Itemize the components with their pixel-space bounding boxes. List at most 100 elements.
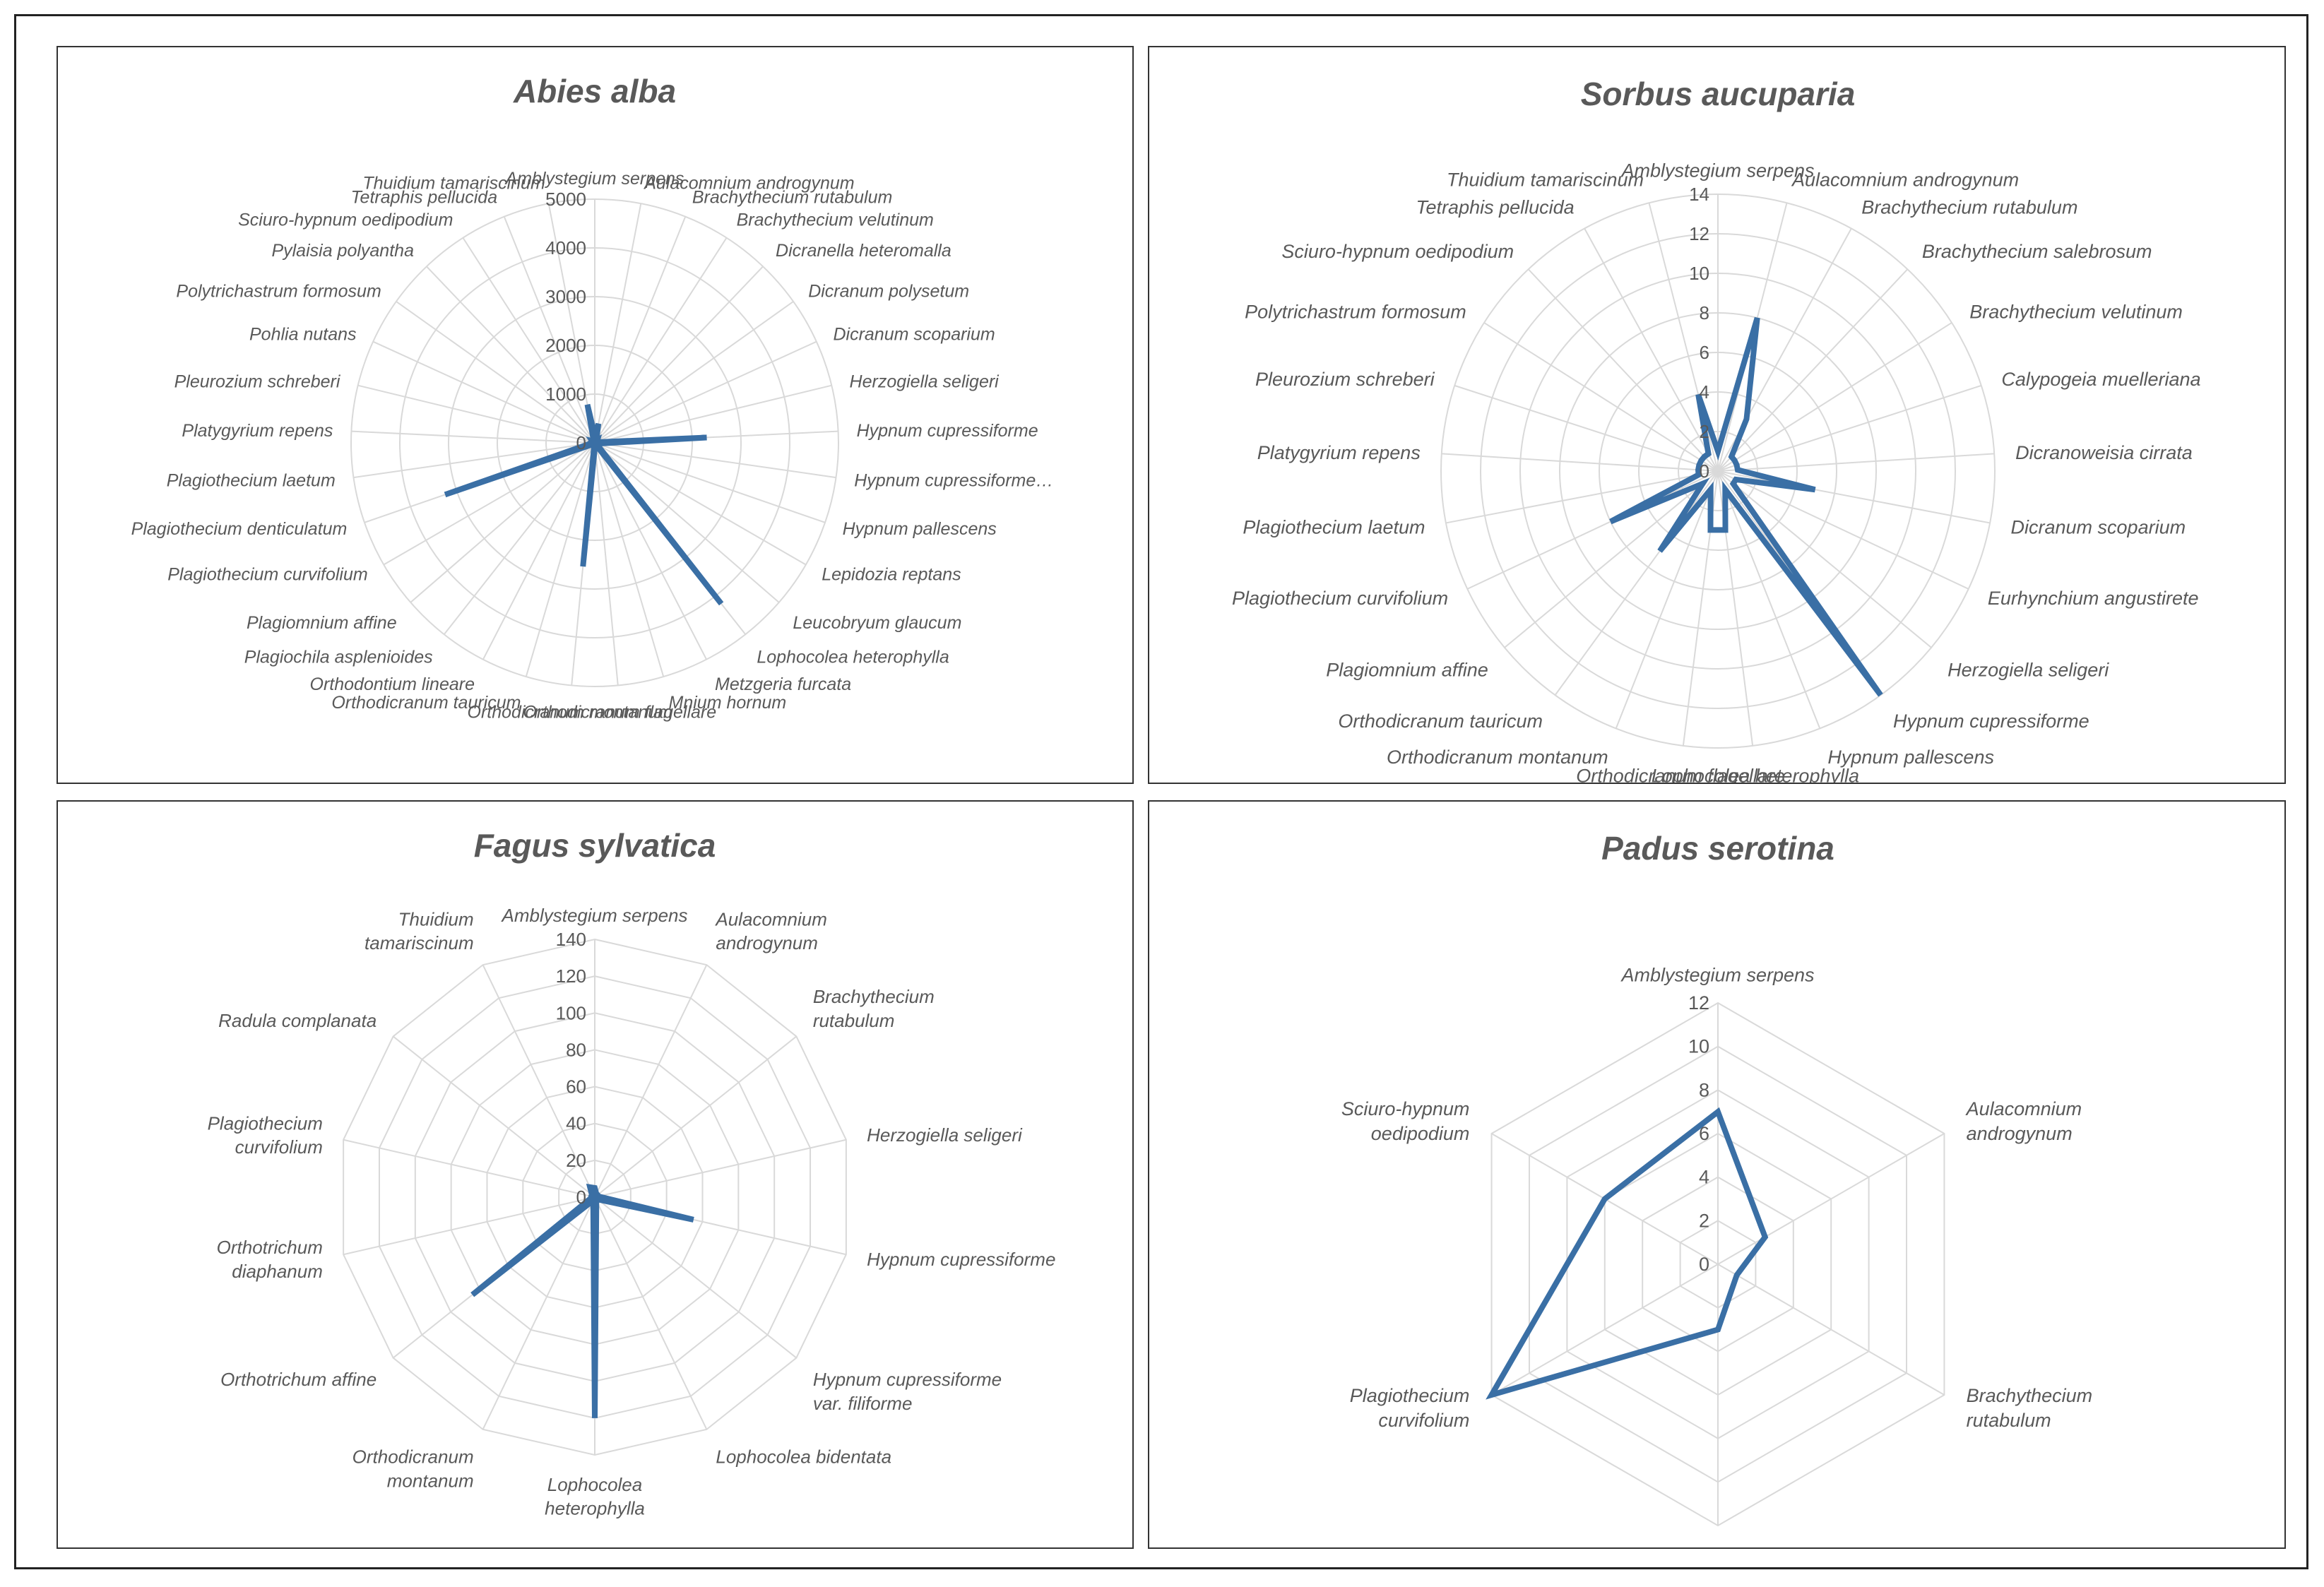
tick-label: 12 (1688, 992, 1709, 1014)
grid-spoke (343, 1196, 595, 1256)
grid-spoke (482, 964, 595, 1198)
grid-spoke (594, 442, 780, 603)
category-label-dicranum-scoparium: Dicranum scoparium (2011, 517, 2186, 538)
grid-spoke (1584, 228, 1719, 472)
grid-spoke (393, 1035, 595, 1198)
tick-label: 2 (1699, 1210, 1709, 1231)
grid-spoke (594, 442, 665, 677)
grid-spoke (1454, 384, 1719, 472)
chart-title: Padus serotina (1601, 830, 1834, 867)
category-label-plagiothecium-curvifolium: Plagiothecium curvifolium (167, 564, 367, 584)
series-line (444, 403, 724, 606)
grid-spoke (1717, 470, 1821, 729)
grid-spoke (343, 1139, 595, 1198)
category-label-amblystegium-serpens: Amblystegium serpens (1620, 964, 1814, 985)
category-label-pohlia-nutans: Pohlia nutans (249, 325, 357, 345)
category-label-pleurozium-schreberi: Pleurozium schreberi (1255, 369, 1435, 390)
category-label-mnium-hornum: Mnium hornum (669, 693, 787, 713)
grid-spoke (594, 1139, 847, 1198)
grid-spoke (462, 237, 595, 444)
tick-label: 0 (1699, 1254, 1709, 1275)
grid-spoke (594, 964, 708, 1198)
grid-spoke (1615, 470, 1719, 729)
tick-label: 8 (1699, 1079, 1709, 1100)
category-label-hypnum-cupressiforme: Hypnum cupressiforme (1893, 711, 2089, 732)
category-label-pylaisia-polyantha: Pylaisia polyantha (271, 241, 414, 261)
grid-spoke (410, 442, 595, 603)
category-label-plagiothecium-curvifolium: Plagiothecium curvifolium (1232, 588, 1448, 609)
series-line (1486, 1107, 1769, 1400)
tick-label: 4 (1700, 381, 1709, 403)
grid-spoke (1445, 470, 1719, 524)
tick-label: 120 (556, 965, 586, 987)
category-label-tetraphis-pellucida: Tetraphis pellucida (1416, 197, 1575, 218)
chart-title: Abies alba (513, 73, 676, 109)
series-line (1609, 316, 1883, 697)
grid-spoke (594, 384, 832, 444)
category-label-dicranoweisia-cirrata: Dicranoweisia cirrata (2015, 442, 2193, 463)
category-label-amblystegium-serpens: Amblystegium serpens (504, 169, 684, 189)
tick-label: 6 (1699, 1123, 1709, 1144)
category-label-platygyrium-repens: Platygyrium repens (182, 421, 333, 441)
grid-spoke (594, 301, 794, 444)
grid-spoke (594, 442, 707, 660)
grid-spoke (443, 442, 595, 635)
category-label-platygyrium-repens: Platygyrium repens (1257, 442, 1421, 463)
grid-spoke (1717, 470, 1932, 648)
grid-spoke (482, 442, 595, 660)
tick-label: 6 (1700, 342, 1709, 363)
tick-label: 140 (556, 929, 586, 950)
grid-spoke (594, 266, 764, 444)
category-label-hypnum-pallescens: Hypnum pallescens (1827, 747, 1994, 768)
grid-spoke (1504, 470, 1719, 648)
tick-label: 4000 (545, 237, 586, 258)
grid-spoke (594, 237, 728, 444)
tick-label: 5000 (545, 189, 586, 210)
grid-spoke (1717, 384, 1982, 472)
category-label-hypnum-cupressiforme: Hypnum cupressiforme… (854, 471, 1053, 491)
tick-label: 3000 (545, 286, 586, 307)
category-label-amblystegium-serpens: Amblystegium serpens (1620, 160, 1814, 181)
grid-spoke (1441, 453, 1719, 472)
category-label-herzogiella-seligeri: Herzogiella seligeri (1947, 660, 2109, 681)
grid-spoke (426, 266, 595, 444)
radar-chart-sorbus-aucuparia: Sorbus aucuparia02468101214Amblystegium … (1232, 76, 2200, 784)
category-label-brachythecium-rutabulum: Brachythecium rutabulum (1861, 197, 2077, 218)
category-label-leucobryum-glaucum: Leucobryum glaucum (793, 613, 961, 633)
grid-spoke (1717, 322, 1952, 472)
grid-spoke (594, 203, 642, 444)
category-label-dicranella-heteromalla: Dicranella heteromalla (776, 241, 951, 261)
category-label-lophocolea-heterophylla: Lophocolea heterophylla (1652, 765, 1859, 784)
grid-spoke (594, 442, 836, 479)
category-label-brachythecium-rutabulum: Brachythecium rutabulum (692, 187, 892, 207)
radar-chart-abies-alba: Abies alba010002000300040005000Amblysteg… (131, 73, 1054, 722)
grid-spoke (594, 442, 807, 566)
grid-spoke (594, 340, 817, 444)
category-label-thuidium-tamariscinum: Thuidium tamariscinum (1447, 170, 1644, 191)
tick-label: 14 (1689, 184, 1709, 205)
grid-spoke (503, 216, 595, 444)
tick-label: 0 (576, 432, 586, 453)
category-label-hypnum-cupressiforme: Hypnum cupressiforme (857, 421, 1038, 441)
category-label-polytrichastrum-formosum: Polytrichastrum formosum (176, 282, 381, 302)
grid-spoke (547, 203, 595, 444)
category-label-eurhynchium-angustirete: Eurhynchium angustirete (1988, 588, 2199, 609)
grid-spoke (1717, 1133, 1945, 1265)
category-label-brachythecium-velutinum: Brachythecium velutinum (737, 210, 934, 230)
category-label-pleurozium-schreberi: Pleurozium schreberi (174, 372, 341, 391)
tick-label: 12 (1689, 223, 1709, 244)
tick-label: 100 (556, 1002, 586, 1023)
category-label-dicranum-scoparium: Dicranum scoparium (833, 325, 995, 345)
category-label-amblystegium-serpens: Amblystegium serpens (501, 905, 688, 926)
category-label-thuidium-tamariscinum: Thuidium tamariscinum (362, 173, 545, 193)
category-label-orthodicranum-tauricum: Orthodicranum tauricum (1338, 711, 1543, 732)
tick-label: 60 (566, 1076, 586, 1098)
